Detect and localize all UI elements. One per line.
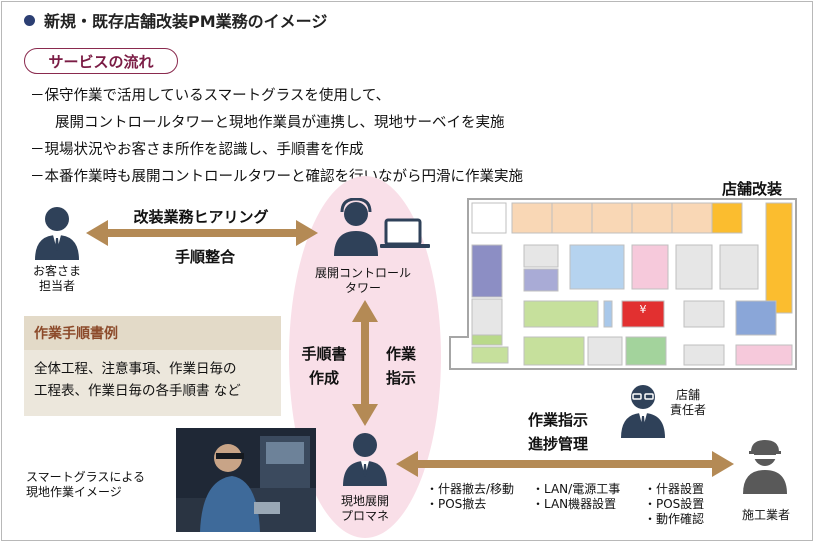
customer-person-icon [35, 207, 79, 260]
flow-line-3: －現場状況やお客さま所作を認識し、手順書を作成 [30, 142, 364, 158]
vertical-arrow [352, 300, 378, 426]
contractor-label: 施工業者 [741, 508, 790, 522]
hearing-label: 改装業務ヒアリング [133, 208, 269, 226]
flow-line-1: －保守作業で活用しているスマートグラスを使用して、 [30, 88, 391, 104]
task-list-2: ・LAN/電源工事・LAN機器設置 [532, 482, 621, 511]
control-tower-label: 展開コントロールタワー [314, 266, 411, 295]
adjust-label: 手順整合 [174, 248, 235, 266]
smart-glass-photo [176, 428, 316, 532]
bullet-dot-icon [24, 14, 35, 26]
local-pm-person-icon [343, 433, 387, 486]
work-instruct-label: 作業指示 [385, 345, 416, 387]
service-flow-label: サービスの流れ [24, 48, 178, 74]
photo-caption: スマートグラスによる現地作業イメージ [26, 470, 146, 499]
task-list-3: ・什器設置・POS設置・動作確認 [644, 482, 705, 526]
manual-example-header: 作業手順書例 [24, 316, 281, 350]
store-renovation-title: 店舗改装 [722, 180, 783, 198]
customer-label: お客さま担当者 [32, 264, 81, 293]
floor-plan: ¥ [448, 197, 798, 373]
title-text: 新規・既存店舗改装PM業務のイメージ [44, 12, 328, 31]
contractor-person-icon [743, 440, 787, 494]
hearing-arrow [86, 220, 318, 246]
progress-arrow [396, 451, 734, 477]
flow-line-2: 展開コントロールタワーと現地作業員が連携し、現地サーベイを実施 [55, 115, 505, 131]
manual-example-text: 全体工程、注意事項、作業日毎の工程表、作業日毎の各手順書 など [34, 361, 241, 399]
manual-create-label: 手順書作成 [301, 345, 347, 387]
store-manager-label: 店舗責任者 [669, 388, 706, 417]
floor-yen-label: ¥ [639, 303, 647, 316]
page-title: 新規・既存店舗改装PM業務のイメージ [24, 8, 327, 32]
local-pm-label: 現地展開プロマネ [340, 494, 389, 523]
store-manager-person-icon [621, 385, 665, 438]
operator-with-laptop-icon [334, 198, 430, 256]
flow-line-4: －本番作業時も展開コントロールタワーと確認を行いながら円滑に作業実施 [30, 169, 523, 185]
task-list-1: ・什器撤去/移動・POS撤去 [426, 482, 515, 511]
progress-label: 作業指示進捗管理 [527, 411, 588, 453]
